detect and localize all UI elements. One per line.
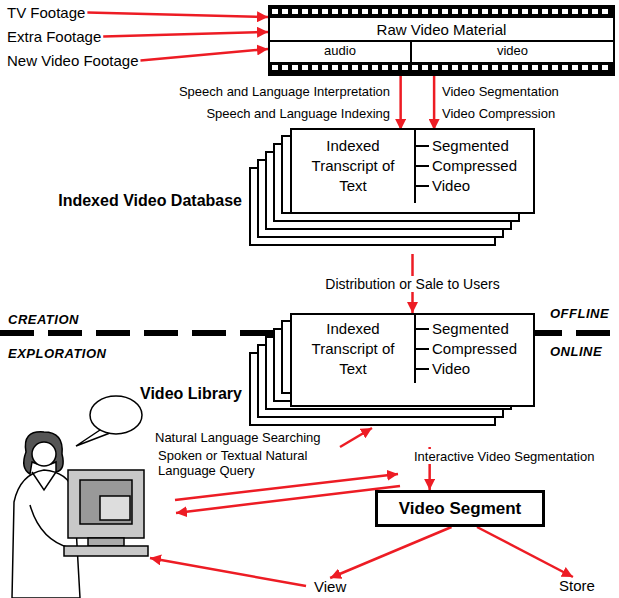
flow-arrow [87, 13, 268, 18]
film-strip-box: Raw Video Material audiovideo [268, 5, 615, 76]
node-text: audio [270, 42, 410, 60]
annotation-label: ONLINE [550, 344, 602, 359]
annotation-label: Natural Language Searching [155, 430, 321, 445]
flow-arrow [433, 76, 436, 130]
tick-mark [416, 348, 429, 350]
flow-arrow [477, 527, 573, 577]
database-box: Indexed Video DatabaseIndexed Transcript… [290, 128, 535, 214]
node-text: Indexed Transcript of Text [296, 136, 410, 196]
video-cell: Segmented Compressed Video [414, 130, 533, 203]
annotation-label: CREATION [8, 312, 79, 327]
node-text: Indexed Transcript of Text [296, 319, 410, 379]
flow-arrow [140, 49, 268, 60]
tick-mark [416, 368, 429, 370]
node-text: Raw Video Material [270, 20, 613, 40]
annotation-label: OFFLINE [550, 306, 609, 321]
tick-mark [416, 145, 429, 147]
speech-bubble [76, 396, 142, 446]
source-label: TV Footage [5, 4, 87, 21]
annotation-label: Spoken or Textual Natural Language Query [158, 448, 348, 478]
library-box: Video LibraryIndexed Transcript of TextS… [290, 313, 535, 407]
film-band [268, 60, 615, 76]
flow-arrow [103, 32, 268, 37]
track-cell: audio [270, 40, 412, 62]
annotation-label: Video Compression [442, 106, 555, 121]
annotation-label: Video Segmentation [442, 84, 559, 99]
action-label: View [312, 578, 348, 595]
tick-mark [416, 328, 429, 330]
transcript-cell: Indexed Transcript of Text [292, 315, 414, 383]
node-text: Video Segment [399, 499, 522, 519]
flow-arrow [330, 527, 451, 578]
node-text: New Video Footage [7, 52, 138, 69]
annotation-label: EXPLORATION [8, 346, 106, 361]
edge-label: Distribution or Sale to Users [322, 276, 502, 292]
action-label: Store [557, 577, 597, 594]
tick-mark [416, 165, 429, 167]
annotation-label: Interactive Video Segmentation [412, 449, 596, 464]
node-text: Segmented Compressed Video [432, 319, 531, 379]
source-label: Extra Footage [5, 28, 103, 45]
box-heading: Indexed Video Database [58, 192, 242, 210]
source-label: New Video Footage [5, 52, 140, 69]
segment-box: Video Segment [375, 490, 545, 527]
node-text: Segmented Compressed Video [432, 136, 531, 196]
node-text: video [412, 42, 613, 60]
annotation-label: Speech and Language Interpretation [179, 84, 390, 99]
flow-arrow [399, 76, 402, 130]
node-text: Extra Footage [7, 28, 101, 45]
video-cell: Segmented Compressed Video [414, 315, 533, 383]
node-text: View [314, 578, 346, 595]
transcript-cell: Indexed Transcript of Text [292, 130, 414, 203]
node-text: TV Footage [7, 4, 85, 21]
sprocket-holes [271, 9, 612, 14]
computer [64, 470, 148, 556]
node-text: Store [559, 577, 595, 594]
box-heading: Video Library [140, 385, 242, 403]
track-cell: video [412, 40, 613, 62]
user-arrows [150, 428, 400, 586]
annotation-label: Speech and Language Indexing [206, 106, 390, 121]
tick-mark [416, 185, 429, 187]
sprocket-holes [271, 65, 612, 70]
